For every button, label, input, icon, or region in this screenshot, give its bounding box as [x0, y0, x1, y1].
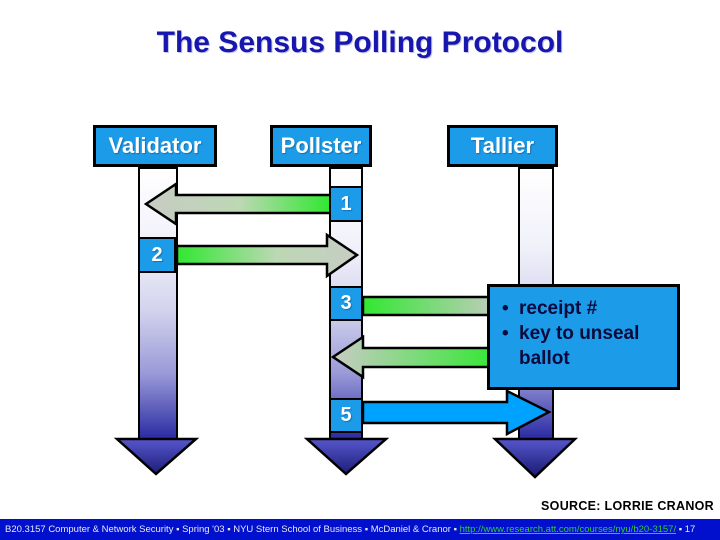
message-arrow-1: [143, 181, 333, 227]
entity-box-validator: Validator: [93, 125, 217, 167]
source-credit: SOURCE: LORRIE CRANOR: [541, 499, 714, 513]
callout-item: • receipt #: [502, 296, 669, 321]
message-arrow-3: [361, 295, 502, 317]
message-arrow-4: [330, 334, 502, 380]
step-badge-3: 3: [329, 286, 363, 321]
footer-course-text: B20.3157 Computer & Network Security ▪ S…: [5, 524, 460, 535]
message-arrow-2: [175, 232, 360, 279]
footer-course-link[interactable]: http://www.research.att.com/courses/nyu/…: [459, 524, 677, 535]
validator-lifeline-arrowhead: [113, 437, 200, 476]
slide-title: The Sensus Polling Protocol: [156, 26, 564, 59]
step-badge-5: 5: [329, 398, 363, 433]
footer-bar: B20.3157 Computer & Network Security ▪ S…: [0, 519, 720, 540]
callout-text: receipt #: [519, 298, 598, 319]
entity-box-tallier: Tallier: [447, 125, 558, 167]
bullet-icon: •: [502, 323, 509, 344]
receipt-callout: • receipt # • key to unseal ballot: [487, 284, 680, 390]
step-badge-2: 2: [138, 237, 176, 273]
callout-item: • key to unseal ballot: [502, 321, 669, 371]
bullet-icon: •: [502, 298, 509, 319]
message-arrow-5: [361, 388, 552, 437]
tallier-lifeline-arrowhead: [491, 437, 579, 479]
step-badge-1: 1: [329, 186, 363, 222]
entity-box-pollster: Pollster: [270, 125, 372, 167]
footer-page-number: ▪ 17: [676, 524, 696, 535]
pollster-lifeline-arrowhead: [303, 437, 390, 476]
callout-text: key to unseal ballot: [519, 323, 640, 369]
